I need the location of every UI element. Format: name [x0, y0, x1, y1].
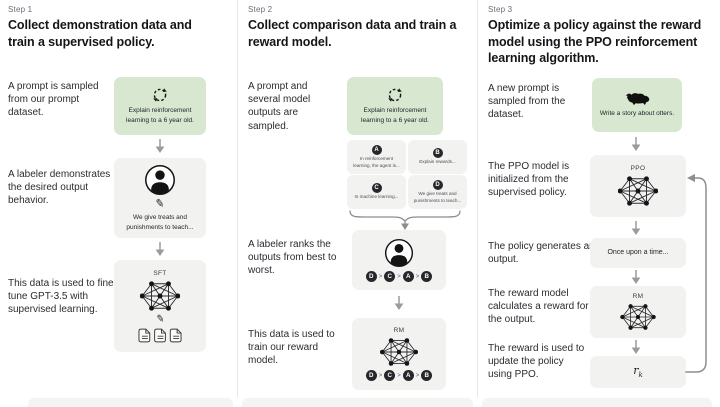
output-a-text: In reinforcement learning, the agent is.…: [353, 156, 400, 168]
step1-labeler-box: ✎ We give treats and punishments to teac…: [114, 158, 206, 238]
next-section-card: [28, 398, 233, 407]
step1-prompt-box: Explain reinforcement learning to a 6 ye…: [114, 77, 206, 135]
rank-separator: >: [397, 273, 401, 280]
column-divider: [237, 0, 238, 397]
down-arrow-icon: [154, 139, 166, 154]
down-arrow-icon: [393, 296, 405, 311]
output-d-box: D We give treats and punishments to teac…: [408, 175, 467, 209]
output-a-box: A In reinforcement learning, the agent i…: [347, 140, 406, 174]
step3-prompt-text: A new prompt is sampled from the dataset…: [488, 83, 566, 121]
ranking-row: D> C> A> B: [365, 271, 433, 282]
rank-item: C: [384, 271, 396, 282]
step2-prompt-box: Explain reinforcement learning to a 6 ye…: [347, 77, 443, 135]
step3-ppo-text: The PPO model is initialized from the su…: [488, 161, 570, 199]
rm-model-label: RM: [632, 293, 644, 300]
rank-item: D: [365, 271, 377, 282]
rank-separator: >: [397, 372, 401, 379]
step3-rm-box: RM: [590, 286, 686, 338]
step1-sft-text: This data is used to fine-tune GPT-3.5 w…: [8, 278, 117, 316]
sft-model-label: SFT: [153, 269, 167, 277]
rank-item: A: [402, 271, 414, 282]
step3-prompt-box: Write a story about otters.: [592, 78, 682, 132]
step2-prompt-caption: Explain reinforcement learning to a 6 ye…: [361, 107, 429, 124]
down-arrow-icon: [630, 270, 642, 285]
step3-reward-box: rk: [590, 356, 686, 388]
down-arrow-icon: [630, 221, 642, 236]
reward-symbol: rk: [633, 364, 643, 380]
output-b-text: Explain rewards...: [419, 159, 456, 165]
neural-network-icon: [140, 280, 180, 311]
next-section-card: [242, 398, 473, 407]
step1-prompt-text: A prompt is sampled from our prompt data…: [8, 81, 99, 119]
pencil-icon: ✎: [154, 197, 166, 211]
rm-model-label: RM: [393, 327, 405, 334]
next-section-card: [482, 398, 712, 407]
labeler-person-icon: [145, 165, 175, 196]
sample-refresh-icon: [388, 88, 402, 102]
output-c-box: C In machine learning...: [347, 175, 406, 209]
policy-output-caption: Once upon a time...: [607, 249, 669, 257]
step1-title: Collect demonstration data and train a s…: [8, 18, 192, 49]
brace-converge-icon: [349, 210, 461, 230]
documents-icon: [137, 328, 182, 342]
step2-rm-box: RM D> C> A> B: [352, 318, 446, 390]
rank-separator: >: [378, 372, 383, 379]
rank-item: C: [384, 370, 396, 381]
rank-item: B: [421, 370, 433, 381]
output-a-badge: A: [371, 145, 382, 156]
rank-separator: >: [378, 273, 383, 280]
step1-demo-caption: We give treats and punishments to teach.…: [126, 214, 194, 231]
output-d-badge: D: [432, 180, 443, 191]
step3-ppo-box: PPO: [590, 155, 686, 217]
output-c-badge: C: [371, 183, 382, 194]
step2-title: Collect comparison data and train a rewa…: [248, 18, 457, 49]
down-arrow-icon: [154, 242, 166, 257]
pencil-icon: ✎: [155, 312, 165, 326]
step3-reward-text: The reward is used to update the policy …: [488, 343, 585, 381]
column-divider: [477, 0, 478, 397]
step3-rm-text: The reward model calculates a reward for…: [488, 288, 589, 326]
neural-network-icon: [620, 303, 656, 331]
down-arrow-icon: [630, 137, 642, 152]
rank-separator: >: [415, 273, 420, 280]
step3-output-text: The policy generates an output.: [488, 241, 595, 266]
step1-prompt-caption: Explain reinforcement learning to a 6 ye…: [126, 107, 194, 124]
rank-item: B: [421, 271, 433, 282]
step3-prompt-caption: Write a story about otters.: [599, 110, 675, 118]
step1-label: Step 1: [8, 5, 33, 14]
output-b-box: B Explain rewards...: [408, 140, 467, 174]
step2-labeler-box: D> C> A> B: [352, 230, 446, 290]
ranking-row: D> C> A> B: [365, 370, 433, 381]
step2-rm-text: This data is used to train our reward mo…: [248, 329, 335, 367]
rank-item: D: [365, 370, 377, 381]
neural-network-icon: [618, 175, 658, 207]
step3-title: Optimize a policy against the reward mod…: [488, 18, 702, 65]
step2-prompt-text: A prompt and several model outputs are s…: [248, 81, 311, 132]
step1-sft-box: SFT ✎: [114, 260, 206, 352]
rank-item: A: [402, 370, 414, 381]
step3-output-box: Once upon a time...: [590, 238, 686, 268]
step3-label: Step 3: [488, 5, 513, 14]
otter-icon: [625, 93, 650, 106]
sample-refresh-icon: [153, 88, 167, 102]
neural-network-icon: [380, 337, 418, 367]
output-b-badge: B: [432, 148, 443, 159]
output-d-text: We give treats and punishments to teach.…: [413, 191, 462, 203]
output-c-text: In machine learning...: [354, 194, 399, 200]
rank-separator: >: [415, 372, 420, 379]
step2-label: Step 2: [248, 5, 273, 14]
down-arrow-icon: [630, 340, 642, 355]
step2-labeler-text: A labeler ranks the outputs from best to…: [248, 239, 337, 277]
ppo-model-label: PPO: [630, 165, 646, 172]
labeler-person-icon: [384, 238, 414, 268]
feedback-loop-arrow-icon: [685, 174, 707, 373]
step1-labeler-text: A labeler demonstrates the desired outpu…: [8, 169, 111, 207]
